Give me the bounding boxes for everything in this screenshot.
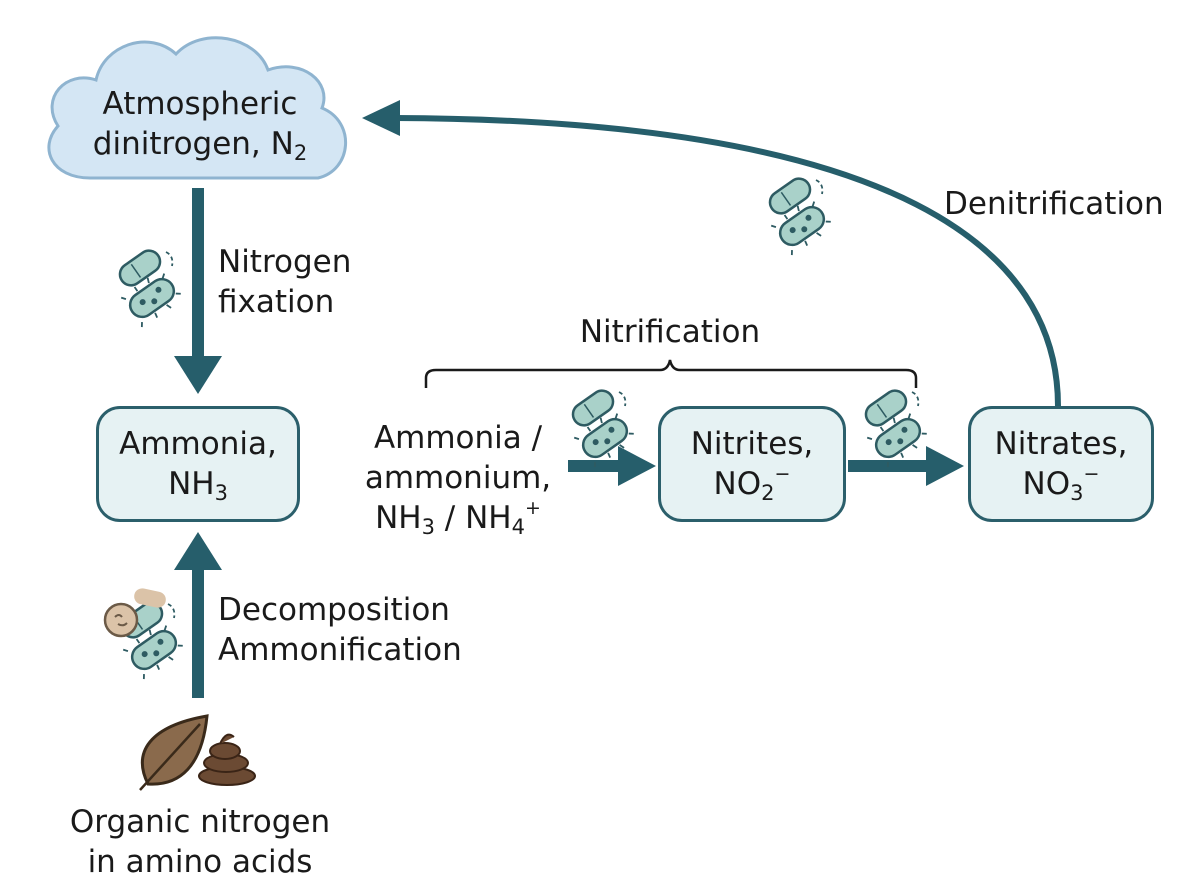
bacteria-icon <box>114 245 186 330</box>
denitrification-label: Denitrification <box>944 186 1164 222</box>
fungus-icon <box>103 588 166 638</box>
nitrates-node: Nitrates, NO3− <box>968 406 1154 522</box>
nitrogen-fixation-arrow <box>174 188 222 394</box>
nitrification-brace <box>424 359 918 388</box>
denitrification-arrow <box>362 100 1061 407</box>
nitrogen-fixation-label: Nitrogen fixation <box>218 244 352 320</box>
bacteria-icon <box>764 173 836 258</box>
ammonia-node: Ammonia, NH3 <box>96 406 300 522</box>
nitrification-arrow-2 <box>848 446 964 486</box>
ammonification-arrow <box>174 532 222 698</box>
ammonia-ammonium-label: Ammonia / ammonium, NH3 / NH4+ <box>364 420 552 539</box>
decomposition-ammonification-label: Decomposition Ammonification <box>218 592 462 668</box>
nitrification-label: Nitrification <box>579 314 761 350</box>
leaf-icon <box>139 714 209 791</box>
nitrites-node: Nitrites, NO2− <box>658 406 846 522</box>
organic-nitrogen-label: Organic nitrogen in amino acids <box>69 804 331 880</box>
bacteria-icon <box>860 385 932 470</box>
cloud-icon <box>47 36 348 180</box>
nitrification-arrow-1 <box>568 446 656 486</box>
dung-icon <box>198 733 256 786</box>
atmospheric-dinitrogen-label: Atmospheric dinitrogen, N2 <box>92 86 308 165</box>
